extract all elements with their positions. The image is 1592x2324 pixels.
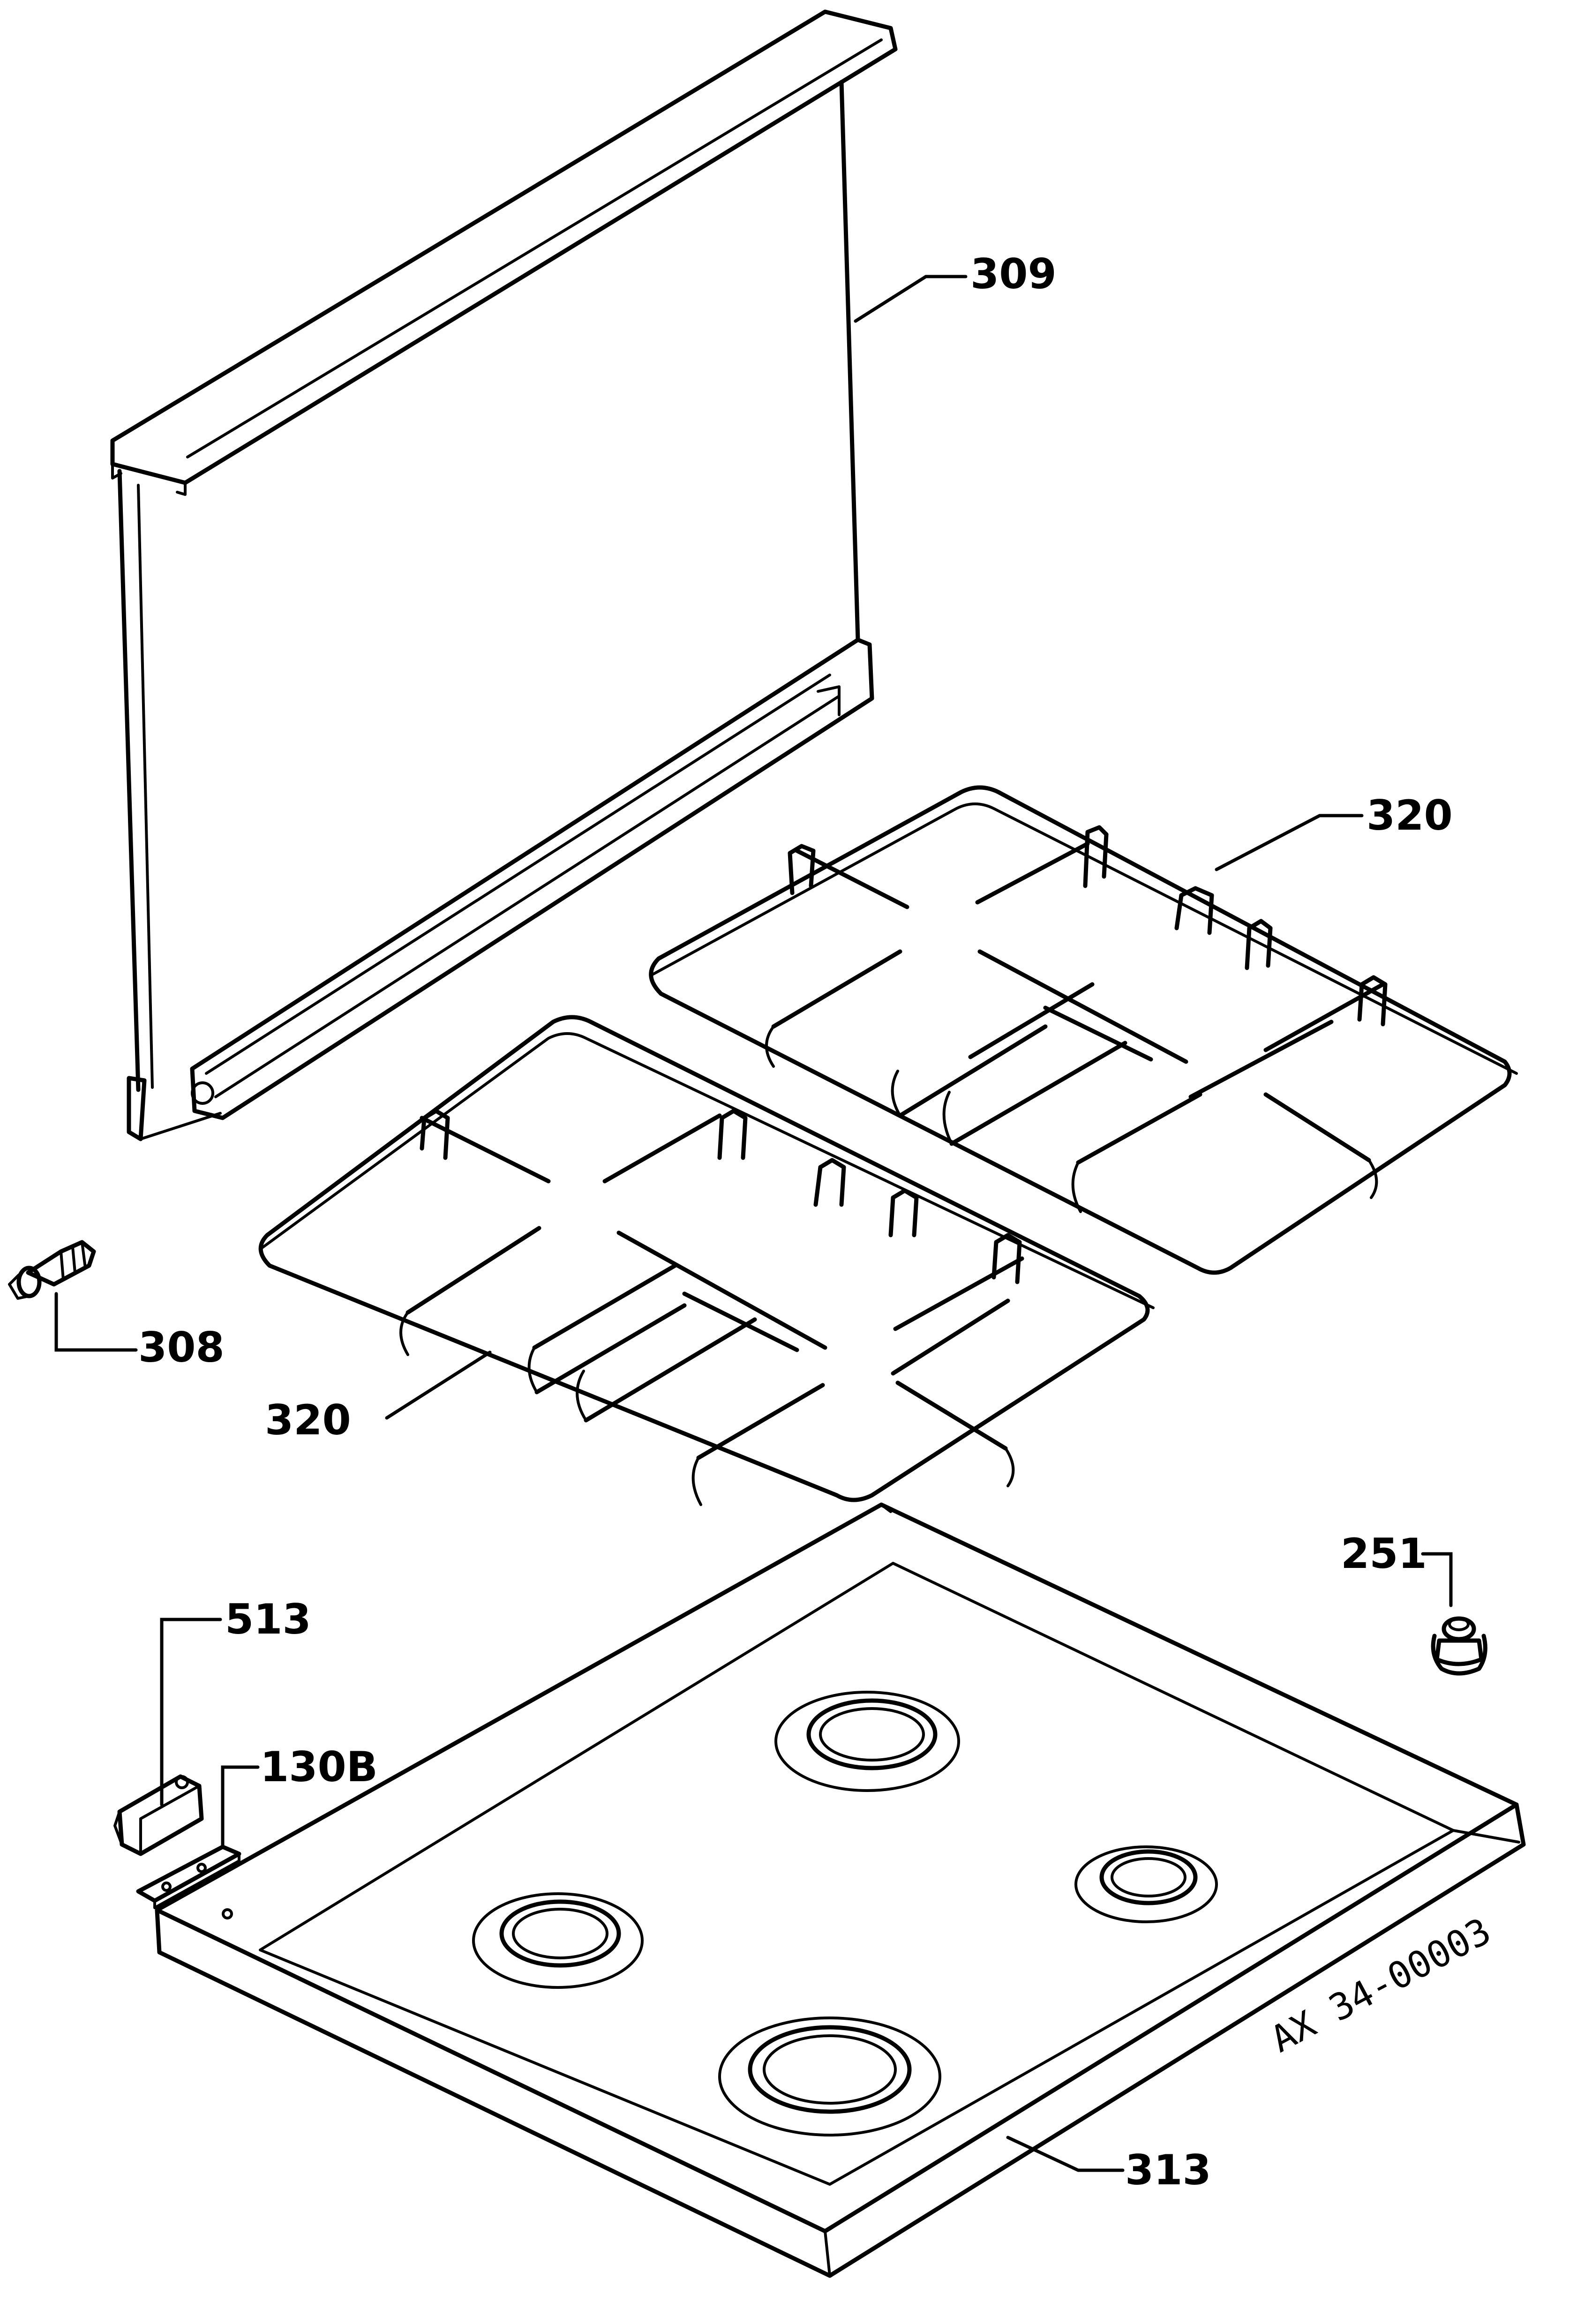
hinge-plate xyxy=(136,1844,241,1909)
callout-130b: 130B xyxy=(260,1743,378,1791)
hinge-cap xyxy=(113,1774,204,1856)
glass-lid xyxy=(110,9,898,1141)
pan-support-grid-left xyxy=(258,1015,1155,1506)
burner-recess-right xyxy=(1074,1845,1218,1923)
callout-320-right: 320 xyxy=(1367,791,1453,840)
hinge-bolt xyxy=(8,1240,96,1300)
callout-320-left: 320 xyxy=(265,1396,351,1444)
leader-lines xyxy=(54,275,1453,2172)
callout-309: 309 xyxy=(970,250,1057,298)
callout-513: 513 xyxy=(225,1595,311,1643)
callout-313: 313 xyxy=(1125,2146,1211,2194)
hob-top xyxy=(155,1502,1526,2278)
burner-recess-left xyxy=(472,1892,644,1989)
burner-recess-rear xyxy=(774,1691,960,1792)
callout-308: 308 xyxy=(138,1323,225,1372)
knob xyxy=(1431,1616,1487,1676)
burner-recess-front xyxy=(718,2017,941,2137)
callout-251: 251 xyxy=(1341,1529,1427,1578)
callout-labels: 309 320 320 308 251 513 130B 313 xyxy=(138,250,1453,2194)
pan-support-grid-right xyxy=(649,785,1518,1275)
